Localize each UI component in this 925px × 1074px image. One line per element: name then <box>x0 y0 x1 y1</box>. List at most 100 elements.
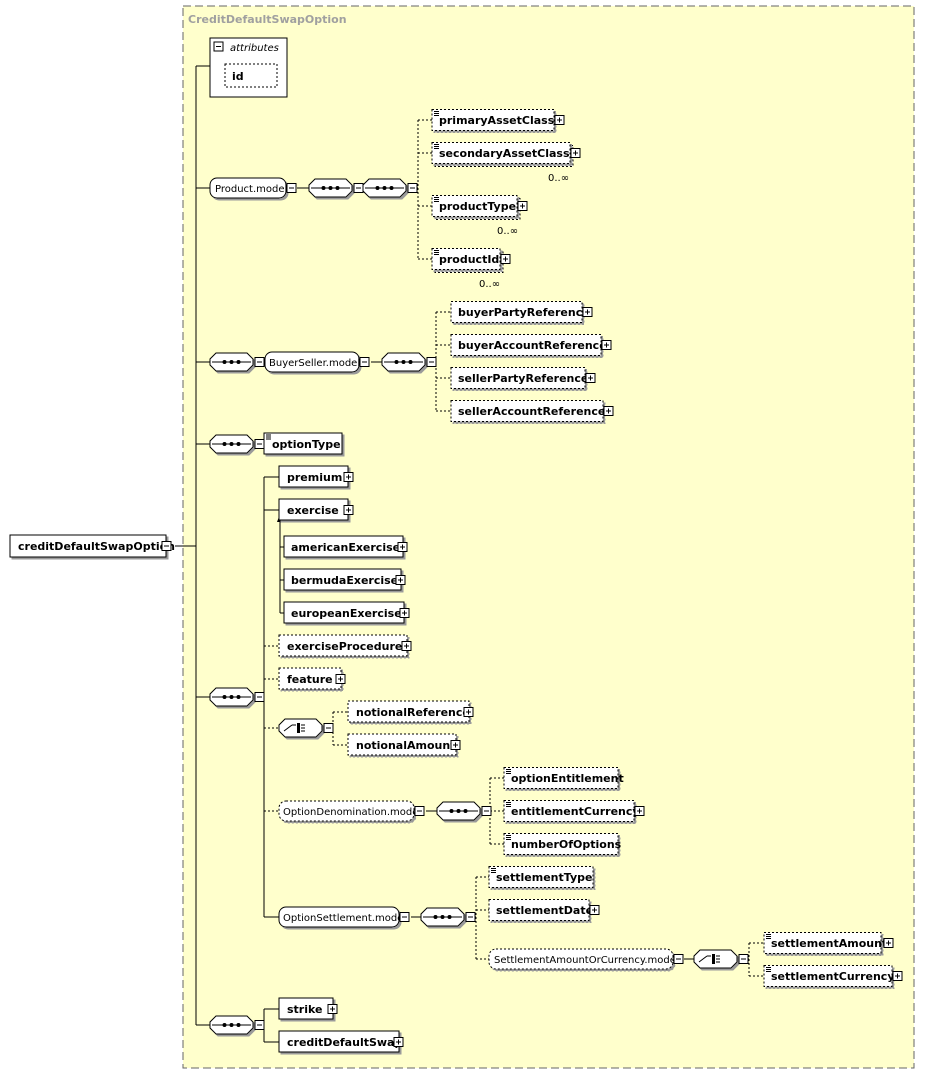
element-notionalReference-label: notionalReference <box>356 706 470 719</box>
element-exerciseProcedure[interactable]: exerciseProcedure <box>278 634 408 657</box>
expand-exerciseProcedure[interactable] <box>401 641 412 651</box>
element-sellerPartyReference[interactable]: sellerPartyReference <box>450 367 588 389</box>
element-settlementCurrency-label: settlementCurrency <box>771 970 895 983</box>
expand-buyerAccountReference[interactable] <box>601 340 612 350</box>
element-settlementType[interactable]: settlementType <box>488 866 594 888</box>
sequence-compositor-toggle[interactable] <box>407 183 418 193</box>
sequence-compositor[interactable] <box>420 907 465 927</box>
expand-premium[interactable] <box>343 472 354 482</box>
element-productId[interactable]: productId <box>431 248 504 273</box>
element-buyerPartyReference[interactable]: buyerPartyReference <box>450 301 590 323</box>
attribute-id-box[interactable] <box>224 63 278 88</box>
expand-creditDefaultSwap[interactable] <box>393 1037 404 1047</box>
element-settlementCurrency[interactable]: settlementCurrency <box>763 965 895 987</box>
root-collapse-toggle[interactable] <box>161 541 172 551</box>
element-notionalAmount[interactable]: notionalAmount <box>347 733 457 756</box>
element-settlementDate[interactable]: settlementDate <box>488 899 593 921</box>
sequence-compositor-toggle[interactable] <box>254 1020 265 1030</box>
element-exercise[interactable]: exercise <box>278 498 349 521</box>
expand-notionalReference[interactable] <box>463 707 474 717</box>
element-entitlementCurrency[interactable]: entitlementCurrency <box>503 800 640 822</box>
glyph-layer: primaryAssetClasssecondaryAssetClass0..∞… <box>161 109 903 1047</box>
group-option-settlement-model[interactable]: OptionSettlement.model <box>278 906 406 928</box>
sequence-compositor[interactable] <box>362 178 407 198</box>
expand-secondaryAssetClass[interactable] <box>570 148 581 158</box>
element-optionType[interactable]: optionType <box>263 432 343 455</box>
expand-sellerPartyReference[interactable] <box>585 373 596 383</box>
expand-strike[interactable] <box>327 1004 338 1014</box>
group-buyer-seller-model[interactable]: BuyerSeller.model <box>264 351 360 373</box>
expand-productType[interactable] <box>517 201 528 211</box>
choice-compositor-toggle[interactable] <box>738 954 749 964</box>
sequence-compositor-toggle[interactable] <box>353 183 364 193</box>
element-productType[interactable]: productType <box>431 195 521 220</box>
expand-settlementDate[interactable] <box>589 905 600 915</box>
element-buyerAccountReference[interactable]: buyerAccountReference <box>450 334 607 356</box>
buyer-seller-model-toggle[interactable] <box>359 357 370 367</box>
expand-settlementCurrency[interactable] <box>892 971 903 981</box>
element-productType-label: productType <box>439 200 516 213</box>
element-bermudaExercise-label: bermudaExercise <box>291 574 398 587</box>
choice-compositor[interactable] <box>278 718 323 738</box>
sequence-compositor-toggle[interactable] <box>254 692 265 702</box>
element-sellerAccountReference[interactable]: sellerAccountReference <box>450 400 605 422</box>
expand-notionalAmount[interactable] <box>450 740 461 750</box>
element-notionalReference[interactable]: notionalReference <box>347 700 470 723</box>
sequence-compositor[interactable] <box>209 352 254 372</box>
element-feature[interactable]: feature <box>278 667 342 690</box>
element-settlementAmount[interactable]: settlementAmount <box>763 932 887 954</box>
element-primaryAssetClass[interactable]: primaryAssetClass <box>431 109 555 131</box>
attributes-collapse-toggle[interactable] <box>213 41 224 52</box>
sequence-compositor-toggle[interactable] <box>254 357 265 367</box>
element-entitlementCurrency-label: entitlementCurrency <box>511 805 640 818</box>
option-settlement-toggle[interactable] <box>399 912 410 922</box>
choice-compositor[interactable] <box>693 949 738 969</box>
element-sellerPartyReference-label: sellerPartyReference <box>458 372 588 385</box>
product-model-toggle[interactable] <box>286 183 297 193</box>
element-optionEntitlement[interactable]: optionEntitlement <box>503 767 624 789</box>
expand-productId[interactable] <box>500 254 511 264</box>
sequence-compositor-toggle[interactable] <box>465 912 476 922</box>
group-product-model[interactable]: Product.model <box>209 177 287 199</box>
expand-primaryAssetClass[interactable] <box>554 115 565 125</box>
sequence-compositor-toggle[interactable] <box>426 357 437 367</box>
settlement-amount-or-currency-toggle[interactable] <box>673 954 684 964</box>
sequence-compositor[interactable] <box>209 1015 254 1035</box>
expand-settlementAmount[interactable] <box>883 938 894 948</box>
element-sellerAccountReference-label: sellerAccountReference <box>458 405 605 418</box>
choice-compositor-toggle[interactable] <box>323 723 334 733</box>
element-americanExercise[interactable]: americanExercise <box>283 535 404 558</box>
option-denomination-toggle[interactable] <box>414 806 425 816</box>
element-premium-label: premium <box>287 471 342 484</box>
group-settlement-amount-or-currency-model[interactable]: SettlementAmountOrCurrency.model <box>488 948 679 970</box>
expand-americanExercise[interactable] <box>397 542 408 552</box>
element-productId-label: productId <box>439 253 499 266</box>
expand-buyerPartyReference[interactable] <box>582 307 593 317</box>
element-secondaryAssetClass[interactable]: secondaryAssetClass <box>431 142 574 167</box>
root-element-label: creditDefaultSwapOption <box>18 540 175 553</box>
element-strike-label: strike <box>287 1003 322 1016</box>
sequence-compositor[interactable] <box>381 352 426 372</box>
expand-exercise[interactable] <box>343 505 354 515</box>
sequence-compositor[interactable] <box>209 687 254 707</box>
element-europeanExercise[interactable]: europeanExercise <box>283 601 405 624</box>
element-feature-label: feature <box>287 673 333 686</box>
element-premium[interactable]: premium <box>278 465 349 488</box>
sequence-compositor-toggle[interactable] <box>481 806 492 816</box>
expand-bermudaExercise[interactable] <box>395 575 406 585</box>
element-buyerAccountReference-label: buyerAccountReference <box>458 339 607 352</box>
expand-entitlementCurrency[interactable] <box>634 806 645 816</box>
sequence-compositor[interactable] <box>436 801 481 821</box>
sequence-compositor[interactable] <box>308 178 353 198</box>
group-option-denomination-model[interactable]: OptionDenomination.model <box>278 800 421 822</box>
sequence-compositor[interactable] <box>209 434 254 454</box>
expand-europeanExercise[interactable] <box>399 608 410 618</box>
root-element-creditDefaultSwapOption[interactable]: creditDefaultSwapOption <box>9 534 175 558</box>
element-strike[interactable]: strike <box>278 997 334 1020</box>
expand-sellerAccountReference[interactable] <box>603 406 614 416</box>
element-numberOfOptions[interactable]: numberOfOptions <box>503 833 622 855</box>
sequence-compositor-toggle[interactable] <box>254 439 265 449</box>
element-bermudaExercise[interactable]: bermudaExercise <box>283 568 402 591</box>
element-creditDefaultSwap[interactable]: creditDefaultSwap <box>278 1030 402 1053</box>
expand-feature[interactable] <box>335 674 346 684</box>
